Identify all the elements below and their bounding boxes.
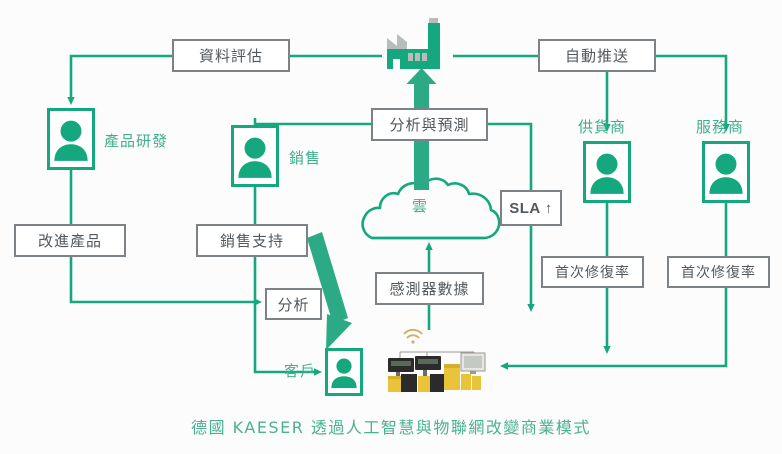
person-avatar-icon [238, 137, 272, 178]
line-data-evaluation-to-product-rd [67, 54, 172, 105]
label-service: 服務商 [696, 118, 745, 136]
line-analysis-prediction-to-sla [488, 122, 533, 190]
box-auto-dispatch[interactable]: 自動推送 [538, 39, 656, 72]
label-supplier: 供貨商 [578, 118, 627, 136]
box-first-fix-rate-service[interactable]: 首次修復率 [667, 256, 770, 288]
avatar-sales [231, 125, 279, 187]
box-improve-product[interactable]: 改進產品 [14, 224, 126, 257]
box-analysis[interactable]: 分析 [265, 288, 322, 320]
box-sales-support[interactable]: 銷售支持 [196, 224, 308, 257]
avatar-service [702, 141, 750, 203]
person-avatar-icon [331, 358, 357, 388]
box-sla[interactable]: SLA ↑ [500, 190, 562, 226]
avatar-customer [325, 348, 363, 396]
person-avatar-icon [54, 120, 88, 161]
label-product-rd: 產品研發 [104, 132, 169, 150]
person-avatar-icon [709, 153, 743, 194]
box-sensor-data[interactable]: 感測器數據 [375, 272, 484, 305]
box-analysis-prediction[interactable]: 分析與預測 [371, 108, 488, 141]
factory-icon [383, 16, 453, 74]
thick-arrow-cloud-to-customer [307, 232, 352, 350]
line-product-rd-to-analysis [69, 170, 262, 306]
avatar-product-rd [47, 108, 95, 170]
label-sales: 銷售 [289, 149, 322, 167]
industrial-compressor-icon [382, 322, 492, 396]
label-customer: 客戶 [284, 362, 317, 380]
line-auto-dispatch-to-service [656, 54, 730, 132]
person-avatar-icon [590, 153, 624, 194]
diagram-caption: 德國 KAESER 透過人工智慧與物聯網改變商業模式 [191, 418, 591, 437]
line-analysis-prediction-to-sales [253, 118, 371, 126]
box-data-evaluation[interactable]: 資料評估 [172, 39, 290, 72]
cloud-icon [360, 172, 502, 242]
box-first-fix-rate-supplier[interactable]: 首次修復率 [541, 256, 644, 288]
avatar-supplier [583, 141, 631, 203]
cloud-label: 雲 [412, 197, 429, 215]
wifi-icon [403, 328, 423, 339]
